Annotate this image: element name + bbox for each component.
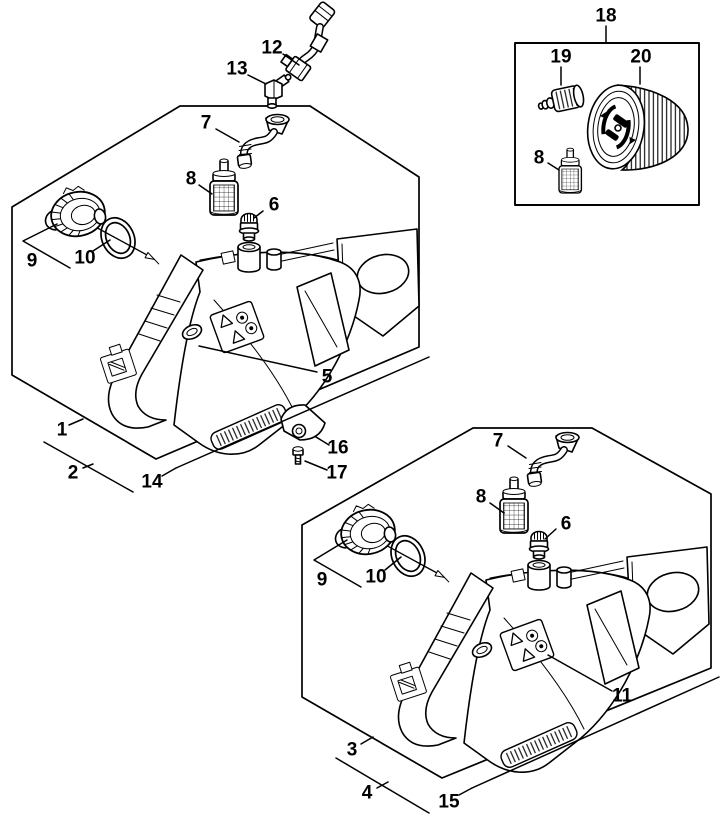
fuel-filter-inset <box>558 147 583 194</box>
callout-3: 3 <box>347 740 358 761</box>
callout-5: 5 <box>322 367 333 388</box>
callout-12: 12 <box>261 38 282 59</box>
part-fuel-hose-12 <box>280 1 336 82</box>
inset-box <box>514 42 700 206</box>
callout-7-p2: 7 <box>493 431 504 452</box>
callout-10-p2: 10 <box>365 567 386 588</box>
part-elbow-13 <box>264 73 292 110</box>
callout-10-p1: 10 <box>74 248 95 269</box>
callout-4: 4 <box>362 783 373 804</box>
callout-6-p1: 6 <box>269 195 280 216</box>
callout-13: 13 <box>226 59 247 80</box>
grommet-2 <box>528 530 550 560</box>
tank-housing-1 <box>97 228 420 456</box>
fuel-filter-2 <box>499 476 529 534</box>
callout-7-p1: 7 <box>201 113 212 134</box>
leader-lines <box>22 25 720 814</box>
callout-8-p2: 8 <box>476 487 487 508</box>
callout-8-inset: 8 <box>534 148 545 169</box>
callout-6-p2: 6 <box>561 514 572 535</box>
screw-17 <box>292 446 304 465</box>
callout-11: 11 <box>612 686 633 707</box>
cover-plate-16 <box>280 404 326 441</box>
tank-cap-2 <box>328 498 400 562</box>
tank-cap-1 <box>38 180 110 244</box>
axis-line-2 <box>379 541 450 583</box>
tank-housing-2 <box>387 546 710 774</box>
callout-8-p1: 8 <box>186 169 197 190</box>
valve-19 <box>537 84 585 113</box>
vent-hose-2 <box>527 433 579 488</box>
callout-1: 1 <box>57 420 68 441</box>
fuel-filter-1 <box>209 158 239 216</box>
axis-line-1 <box>89 223 160 265</box>
callout-9-p1: 9 <box>27 251 38 272</box>
callout-16: 16 <box>327 438 348 459</box>
callout-14: 14 <box>141 472 163 493</box>
callout-20: 20 <box>630 47 651 68</box>
callout-18: 18 <box>595 6 616 27</box>
callout-2: 2 <box>68 463 79 484</box>
callout-17: 17 <box>326 463 347 484</box>
callout-15: 15 <box>438 792 460 813</box>
tank-cap-20 <box>586 84 689 171</box>
callout-9-p2: 9 <box>317 570 328 591</box>
vent-hose-1 <box>237 115 289 170</box>
callout-19: 19 <box>550 47 571 68</box>
